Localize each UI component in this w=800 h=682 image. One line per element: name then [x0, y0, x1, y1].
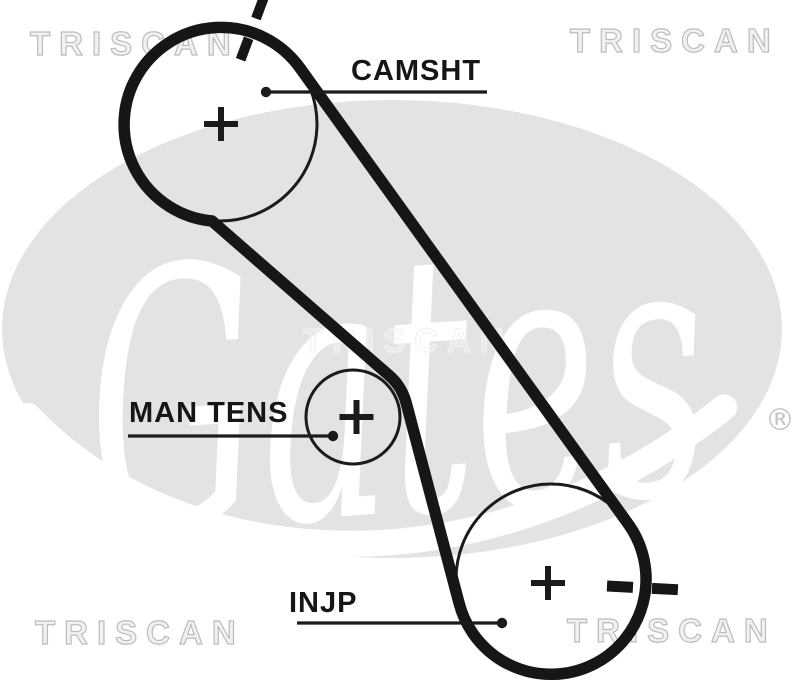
- injection-pump-timing-mark-dash: [606, 580, 685, 596]
- injection-pump-label: INJP: [289, 587, 358, 619]
- triscan-watermark-bottom-right: TRISCAN: [566, 612, 777, 649]
- injection-pump-center-cross-icon: [531, 566, 565, 600]
- tensioner-leader-dot: [327, 430, 339, 442]
- camshaft-leader-dot: [260, 86, 272, 98]
- camshaft-leader: [260, 86, 487, 98]
- triscan-watermark-bottom-left: TRISCAN: [34, 614, 245, 651]
- gates-swoosh: [15, 394, 738, 557]
- tensioner-leader: [128, 430, 339, 442]
- camshaft-center-cross-icon: [204, 107, 238, 141]
- tensioner-label: MAN TENS: [129, 397, 289, 429]
- injection-pump-leader-dot: [496, 617, 508, 629]
- timing-belt-path: [118, 21, 652, 681]
- tensioner-center-cross-icon: [339, 400, 374, 434]
- triscan-watermark-top-right: TRISCAN: [569, 22, 780, 59]
- tensioner-pulley-circle: [304, 368, 402, 466]
- injection-pump-leader: [297, 617, 508, 629]
- camshaft-timing-mark-dash: [234, 0, 269, 66]
- camshaft-label: CAMSHT: [351, 55, 482, 87]
- registered-trademark-icon: ®: [765, 403, 795, 438]
